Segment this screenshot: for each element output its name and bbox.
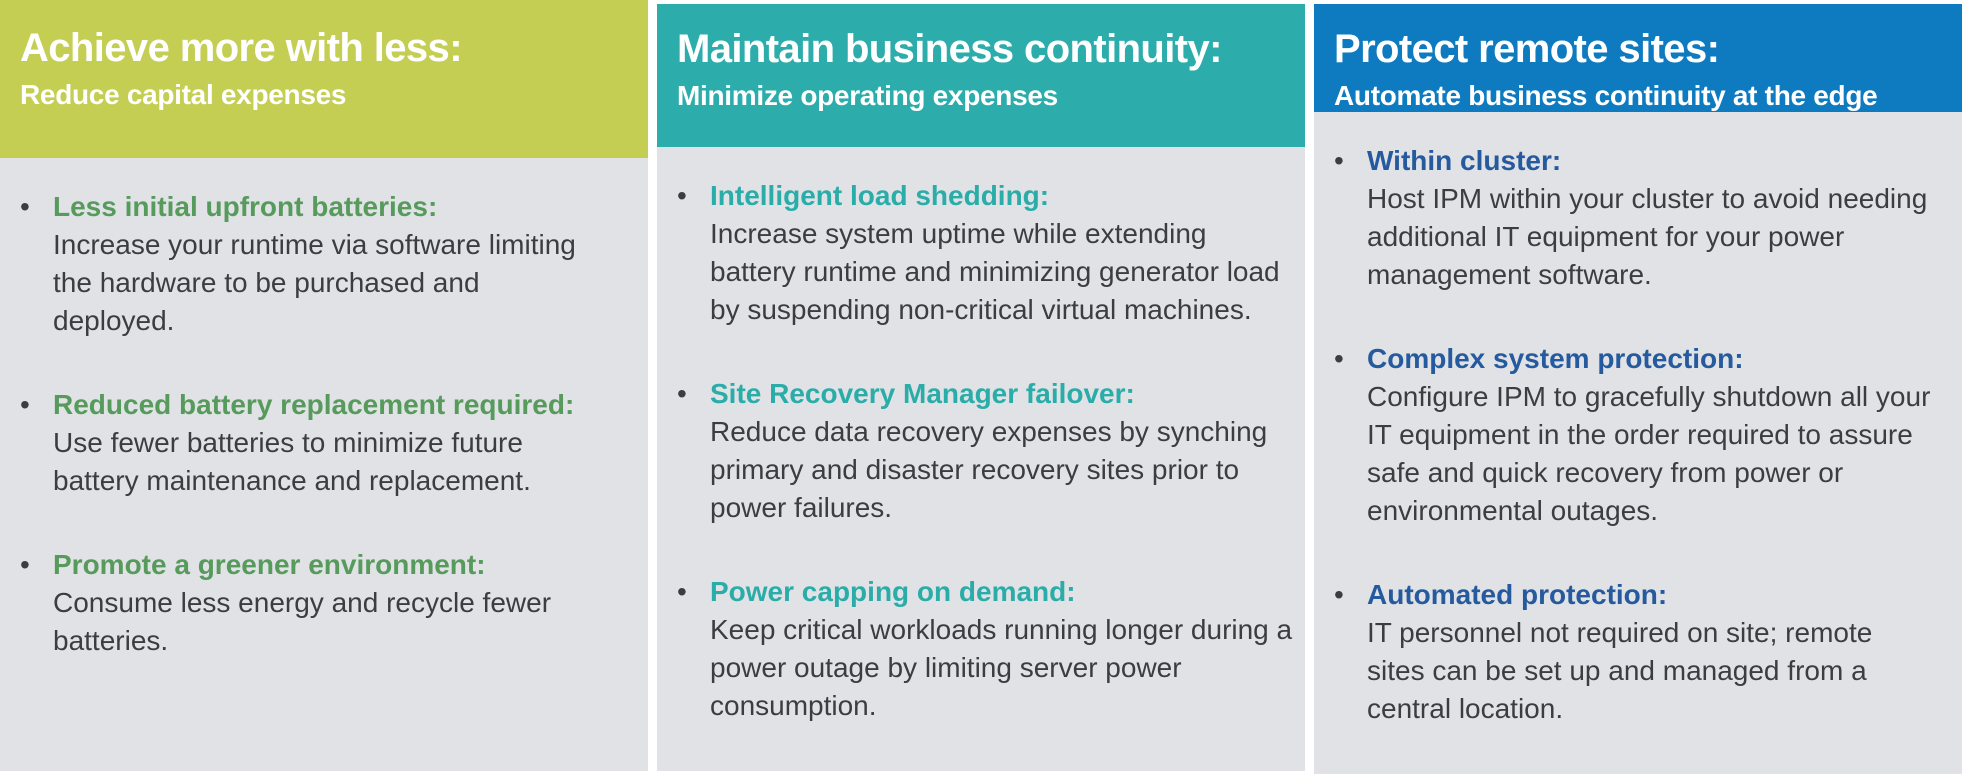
- bullet-body: Keep critical workloads running longer d…: [710, 614, 1293, 721]
- column-subtitle: Reduce capital expenses: [20, 79, 347, 110]
- bullet-dot: •: [1334, 343, 1344, 374]
- bullet-body: Increase system uptime while extending b…: [710, 218, 1280, 325]
- list-item: • Power capping on demand: Keep critical…: [677, 573, 1305, 725]
- bullet-body: Host IPM within your cluster to avoid ne…: [1367, 183, 1928, 290]
- list-item: • Intelligent load shedding: Increase sy…: [677, 177, 1305, 329]
- bullet-dot: •: [20, 549, 30, 580]
- column-header: Achieve more with less: Reduce capital e…: [0, 0, 648, 158]
- column-protect-remote-sites: Protect remote sites: Automate business …: [1314, 0, 1962, 774]
- bullet-heading: Power capping on demand:: [710, 576, 1076, 607]
- bullet-dot: •: [20, 191, 30, 222]
- column-body: • Intelligent load shedding: Increase sy…: [657, 147, 1305, 771]
- bullet-dot: •: [1334, 145, 1344, 176]
- bullet-heading: Intelligent load shedding:: [710, 180, 1050, 211]
- column-header: Protect remote sites: Automate business …: [1314, 4, 1962, 112]
- column-title: Protect remote sites:: [1334, 27, 1720, 71]
- bullet-body: Increase your runtime via software limit…: [53, 229, 576, 336]
- column-title: Maintain business continuity:: [677, 27, 1222, 71]
- bullet-dot: •: [20, 389, 30, 420]
- bullet-heading: Promote a greener environment:: [53, 549, 486, 580]
- bullet-dot: •: [1334, 579, 1344, 610]
- bullet-heading: Within cluster:: [1367, 145, 1562, 176]
- bullet-text: Reduced battery replacement required: Us…: [53, 386, 603, 500]
- column-body: • Within cluster: Host IPM within your c…: [1314, 112, 1962, 774]
- bullet-dot: •: [677, 576, 687, 607]
- bullet-dot: •: [677, 378, 687, 409]
- bullet-heading: Reduced battery replacement required:: [53, 389, 575, 420]
- list-item: • Site Recovery Manager failover: Reduce…: [677, 375, 1305, 527]
- list-item: • Within cluster: Host IPM within your c…: [1334, 142, 1962, 294]
- column-achieve-more-with-less: Achieve more with less: Reduce capital e…: [0, 0, 648, 771]
- bullet-body: Use fewer batteries to minimize future b…: [53, 427, 531, 496]
- list-item: • Less initial upfront batteries: Increa…: [20, 188, 648, 340]
- bullet-dot: •: [677, 180, 687, 211]
- bullet-body: Reduce data recovery expenses by synchin…: [710, 416, 1268, 523]
- bullet-heading: Complex system protection:: [1367, 343, 1744, 374]
- list-item: • Complex system protection: Configure I…: [1334, 340, 1962, 530]
- list-item: • Automated protection: IT personnel not…: [1334, 576, 1962, 728]
- column-subtitle: Automate business continuity at the edge: [1334, 80, 1878, 111]
- column-header: Maintain business continuity: Minimize o…: [657, 4, 1305, 147]
- bullet-body: IT personnel not required on site; remot…: [1367, 617, 1873, 724]
- column-title: Achieve more with less:: [20, 26, 463, 70]
- list-item: • Promote a greener environment: Consume…: [20, 546, 648, 660]
- bullet-body: Configure IPM to gracefully shutdown all…: [1367, 381, 1931, 526]
- column-maintain-business-continuity: Maintain business continuity: Minimize o…: [657, 0, 1305, 771]
- bullet-body: Consume less energy and recycle fewer ba…: [53, 587, 552, 656]
- column-subtitle: Minimize operating expenses: [677, 80, 1058, 111]
- bullet-heading: Automated protection:: [1367, 579, 1668, 610]
- column-body: • Less initial upfront batteries: Increa…: [0, 158, 648, 771]
- bullet-heading: Less initial upfront batteries:: [53, 191, 438, 222]
- list-item: • Reduced battery replacement required: …: [20, 386, 648, 500]
- bullet-heading: Site Recovery Manager failover:: [710, 378, 1135, 409]
